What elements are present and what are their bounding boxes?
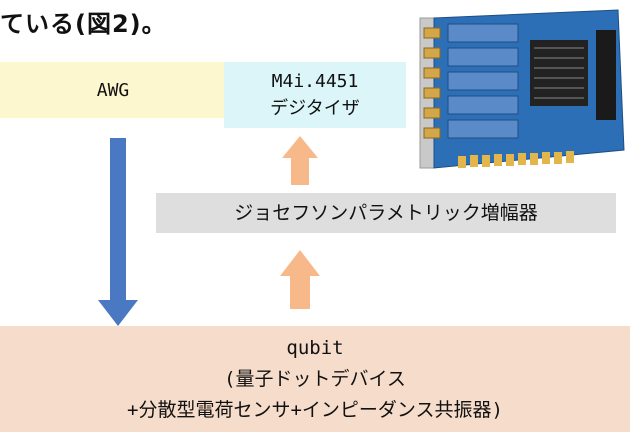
down-arrow xyxy=(98,138,138,326)
amplifier-box: ジョセフソンパラメトリック増幅器 xyxy=(156,193,616,233)
digitizer-box: M4i.4451 デジタイザ xyxy=(224,62,406,128)
qubit-box: qubit (量子ドットデバイス +分散型電荷センサ+インピーダンス共振器) xyxy=(0,326,630,432)
awg-label: AWG xyxy=(96,79,130,101)
qubit-title: qubit xyxy=(286,336,344,359)
digitizer-model: M4i.4451 xyxy=(271,71,359,92)
qubit-components: +分散型電荷センサ+インピーダンス共振器) xyxy=(127,398,503,421)
amplifier-label: ジョセフソンパラメトリック増幅器 xyxy=(234,201,538,224)
up-arrow-top xyxy=(282,136,318,185)
digitizer-label: デジタイザ xyxy=(270,98,360,119)
qubit-device: (量子ドットデバイス xyxy=(224,367,406,390)
up-arrow-bottom xyxy=(280,250,320,309)
awg-box: AWG xyxy=(0,62,226,118)
heading-text: ている(図2)。 xyxy=(0,10,167,38)
digitizer-board-image xyxy=(419,9,625,169)
